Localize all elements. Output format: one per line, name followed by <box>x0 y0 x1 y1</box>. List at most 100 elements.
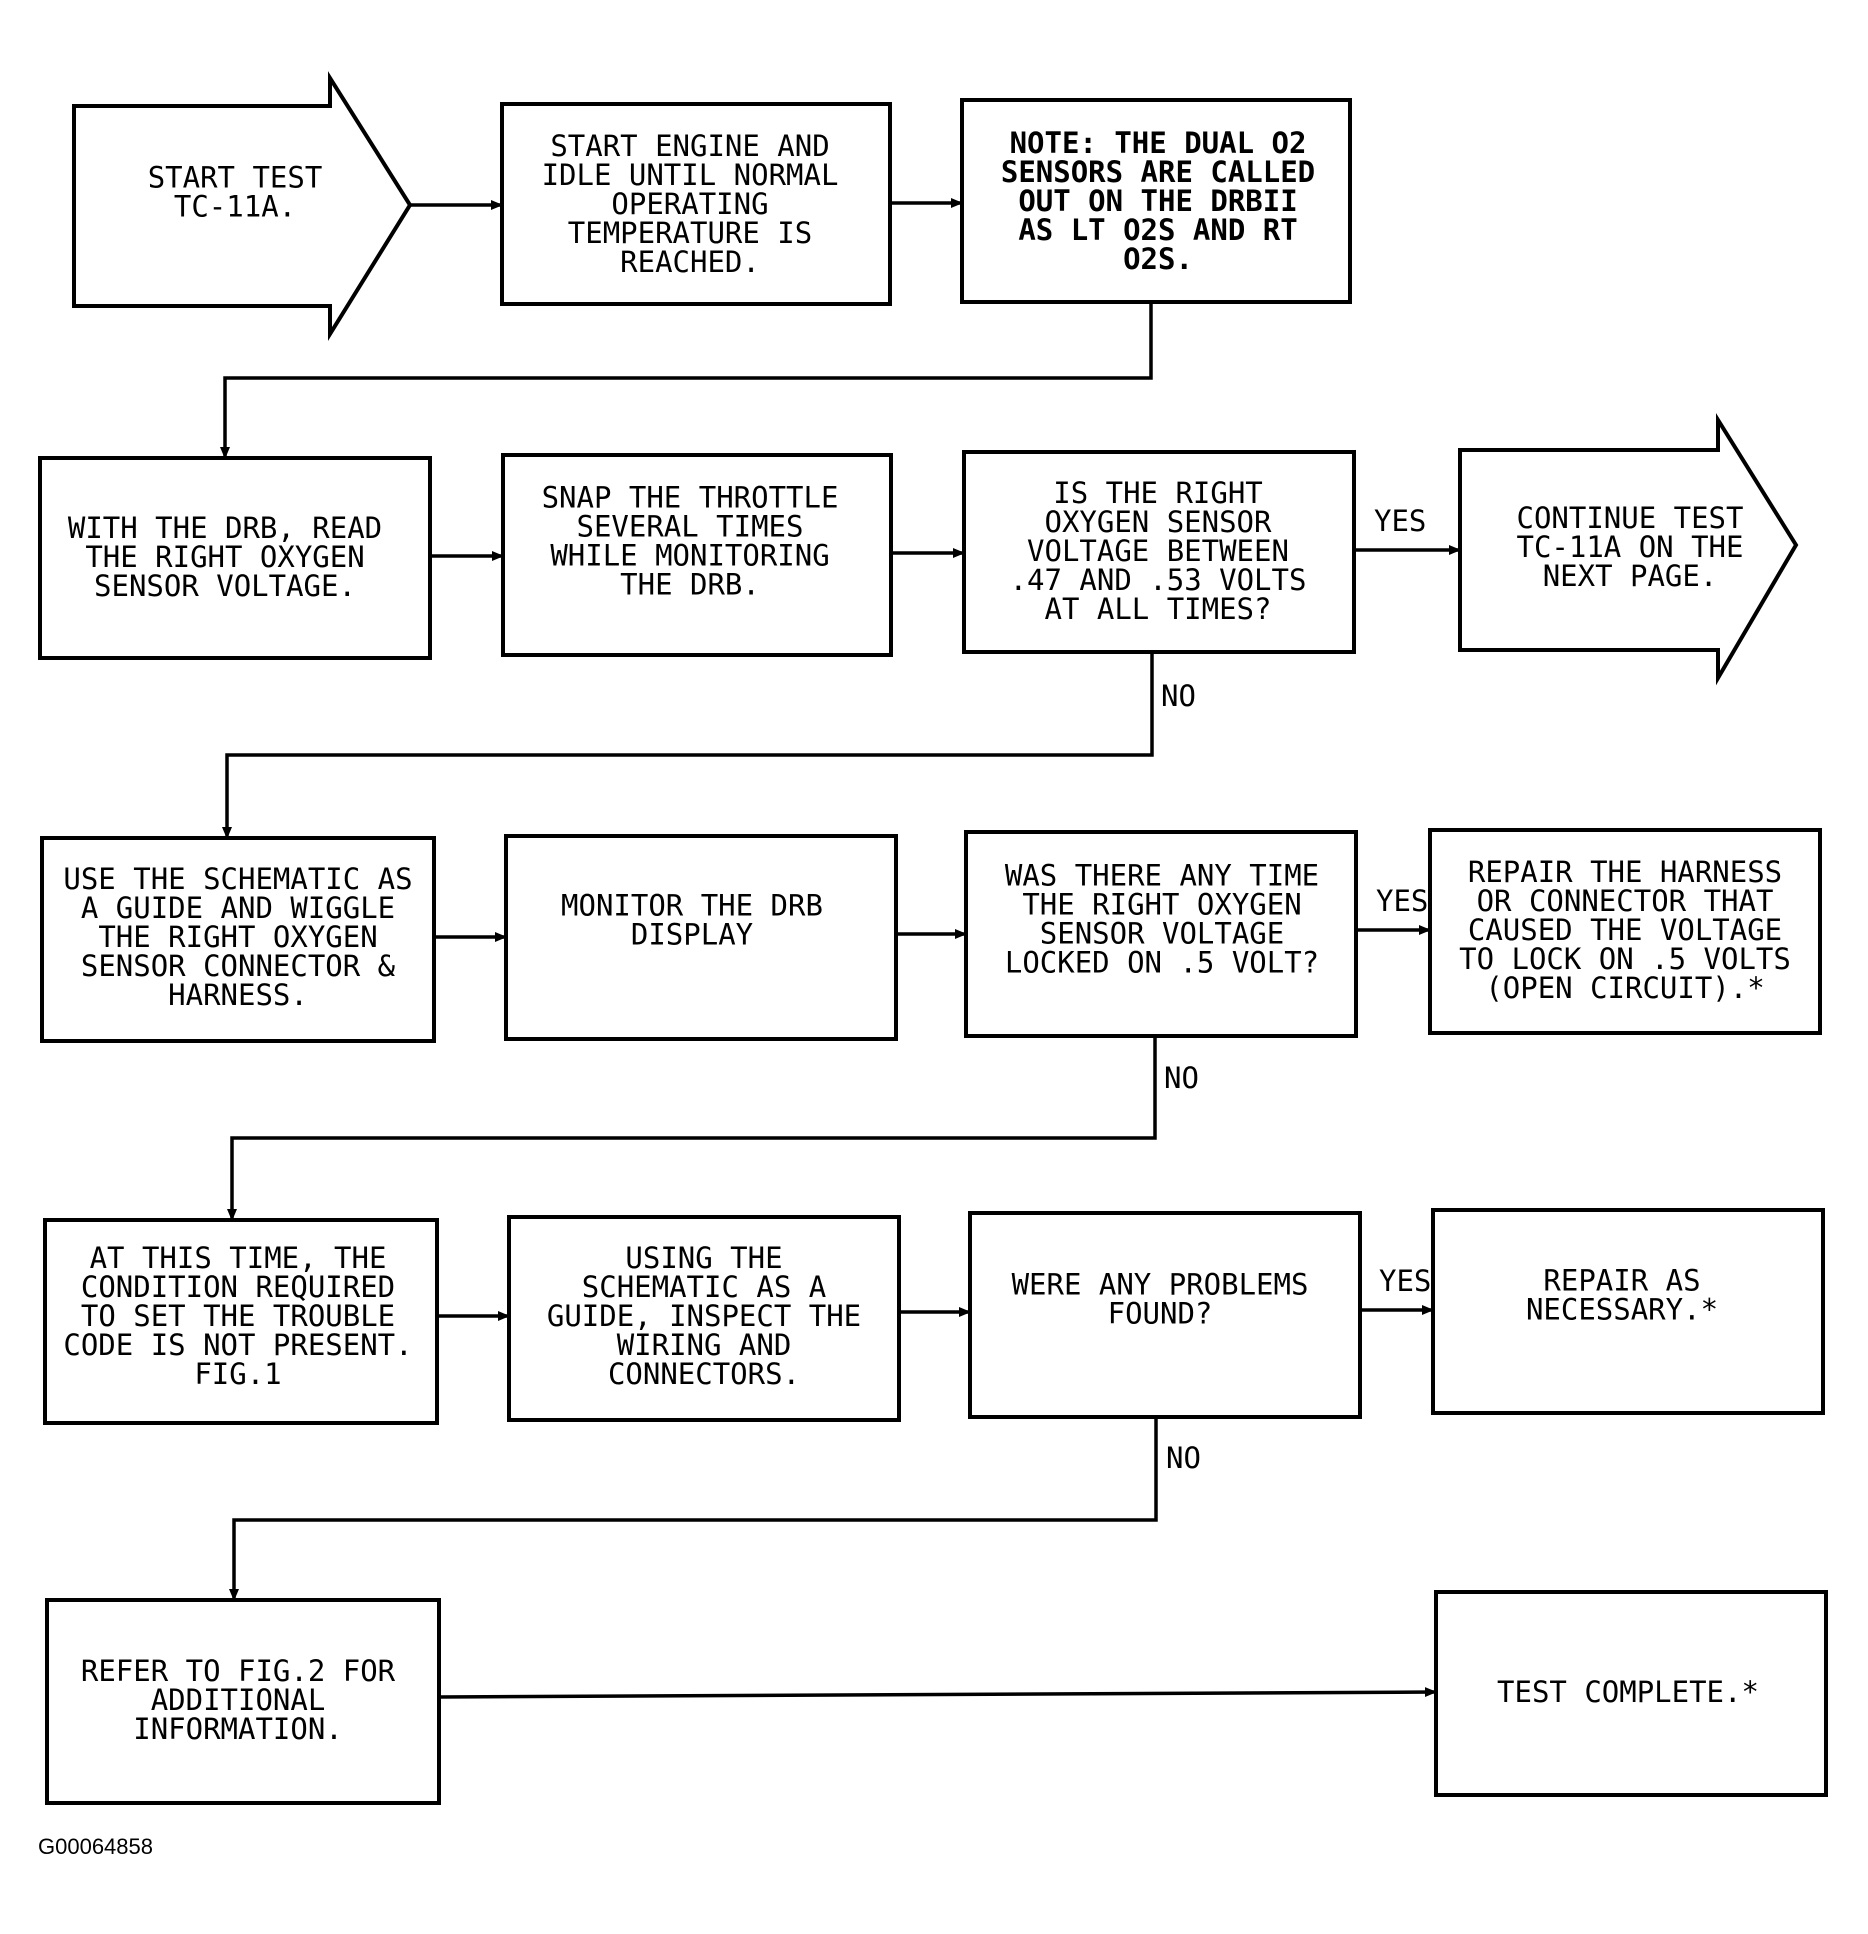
text-line: DISPLAY <box>631 918 753 952</box>
text-line: SEVERAL TIMES <box>577 510 804 544</box>
text-line: NEXT PAGE. <box>1543 559 1718 593</box>
edge-q3-no <box>229 1417 1158 1601</box>
text-line: NECESSARY.* <box>1526 1293 1718 1327</box>
label-q3-yes: YES <box>1379 1264 1431 1298</box>
text-line: WHILE MONITORING <box>550 539 829 573</box>
text-line: CAUSED THE VOLTAGE <box>1468 913 1782 947</box>
text-line: SENSOR VOLTAGE <box>1040 917 1284 951</box>
text-line: TEST COMPLETE.* <box>1497 1675 1759 1709</box>
text-line: USING THE <box>625 1241 782 1275</box>
text-line: SCHEMATIC AS A <box>582 1270 826 1304</box>
text-line: WERE ANY PROBLEMS <box>1012 1268 1309 1302</box>
text-line: TC-11A. <box>174 190 296 224</box>
figure-code: G00064858 <box>38 1834 153 1859</box>
text-line: TO LOCK ON .5 VOLTS <box>1459 942 1791 976</box>
text-line: CONNECTORS. <box>608 1357 800 1391</box>
text-line: IDLE UNTIL NORMAL <box>542 158 839 192</box>
text-line: AS LT O2S AND RT <box>1018 213 1297 247</box>
text-line: (OPEN CIRCUIT).* <box>1485 971 1764 1005</box>
text-line: FIG.1 <box>194 1357 281 1391</box>
text-line: AT ALL TIMES? <box>1045 592 1272 626</box>
text-line: .47 AND .53 VOLTS <box>1010 563 1307 597</box>
text-line: CODE IS NOT PRESENT. <box>63 1328 412 1362</box>
text-line: REPAIR THE HARNESS <box>1468 855 1782 889</box>
label-q2-yes: YES <box>1376 884 1428 918</box>
text-line: IS THE RIGHT <box>1053 476 1263 510</box>
text-line: GUIDE, INSPECT THE <box>547 1299 861 1333</box>
text-line: OPERATING <box>611 187 768 221</box>
text-line: SNAP THE THROTTLE <box>542 481 839 515</box>
text-line: TC-11A ON THE <box>1517 530 1744 564</box>
text-line: USE THE SCHEMATIC AS <box>63 862 412 896</box>
text-line: NOTE: THE DUAL O2 <box>1010 126 1307 160</box>
text-line: OXYGEN SENSOR <box>1045 505 1273 539</box>
text-line: VOLTAGE BETWEEN <box>1027 534 1289 568</box>
node-test-complete-text: TEST COMPLETE.* <box>1497 1675 1759 1709</box>
text-line: OR CONNECTOR THAT <box>1477 884 1774 918</box>
text-line: WITH THE DRB, READ <box>68 511 382 545</box>
text-line: O2S. <box>1123 242 1193 276</box>
label-q1-no: NO <box>1161 679 1196 713</box>
label-q1-yes: YES <box>1374 504 1426 538</box>
text-line: TO SET THE TROUBLE <box>81 1299 395 1333</box>
text-line: REPAIR AS <box>1543 1264 1700 1298</box>
text-line: START ENGINE AND <box>550 129 829 163</box>
text-line: REACHED. <box>620 245 760 279</box>
text-line: WAS THERE ANY TIME <box>1005 859 1319 893</box>
text-line: THE RIGHT OXYGEN <box>85 540 364 574</box>
text-line: SENSOR VOLTAGE. <box>94 569 356 603</box>
text-line: ADDITIONAL <box>151 1683 326 1717</box>
text-line: REFER TO FIG.2 FOR <box>81 1654 396 1688</box>
edge-refer-to-complete <box>438 1687 1437 1699</box>
text-line: SENSOR CONNECTOR & <box>81 949 396 983</box>
text-line: THE RIGHT OXYGEN <box>1022 888 1301 922</box>
text-line: WIRING AND <box>617 1328 792 1362</box>
text-line: THE RIGHT OXYGEN <box>98 920 377 954</box>
text-line: CONTINUE TEST <box>1517 501 1744 535</box>
text-line: START TEST <box>148 161 323 195</box>
text-line: LOCKED ON .5 VOLT? <box>1005 946 1319 980</box>
text-line: FOUND? <box>1108 1297 1213 1331</box>
text-line: CONDITION REQUIRED <box>81 1270 395 1304</box>
text-line: THE DRB. <box>620 568 760 602</box>
text-line: A GUIDE AND WIGGLE <box>81 891 395 925</box>
text-line: OUT ON THE DRBII <box>1018 184 1297 218</box>
label-q2-no: NO <box>1164 1061 1199 1095</box>
edge-q1-no <box>222 652 1154 839</box>
text-line: AT THIS TIME, THE <box>90 1241 387 1275</box>
text-line: MONITOR THE DRB <box>561 889 823 923</box>
text-line: SENSORS ARE CALLED <box>1001 155 1315 189</box>
edge-note-to-read <box>220 302 1153 459</box>
node-test-complete: TEST COMPLETE.* <box>1434 1590 1828 1797</box>
